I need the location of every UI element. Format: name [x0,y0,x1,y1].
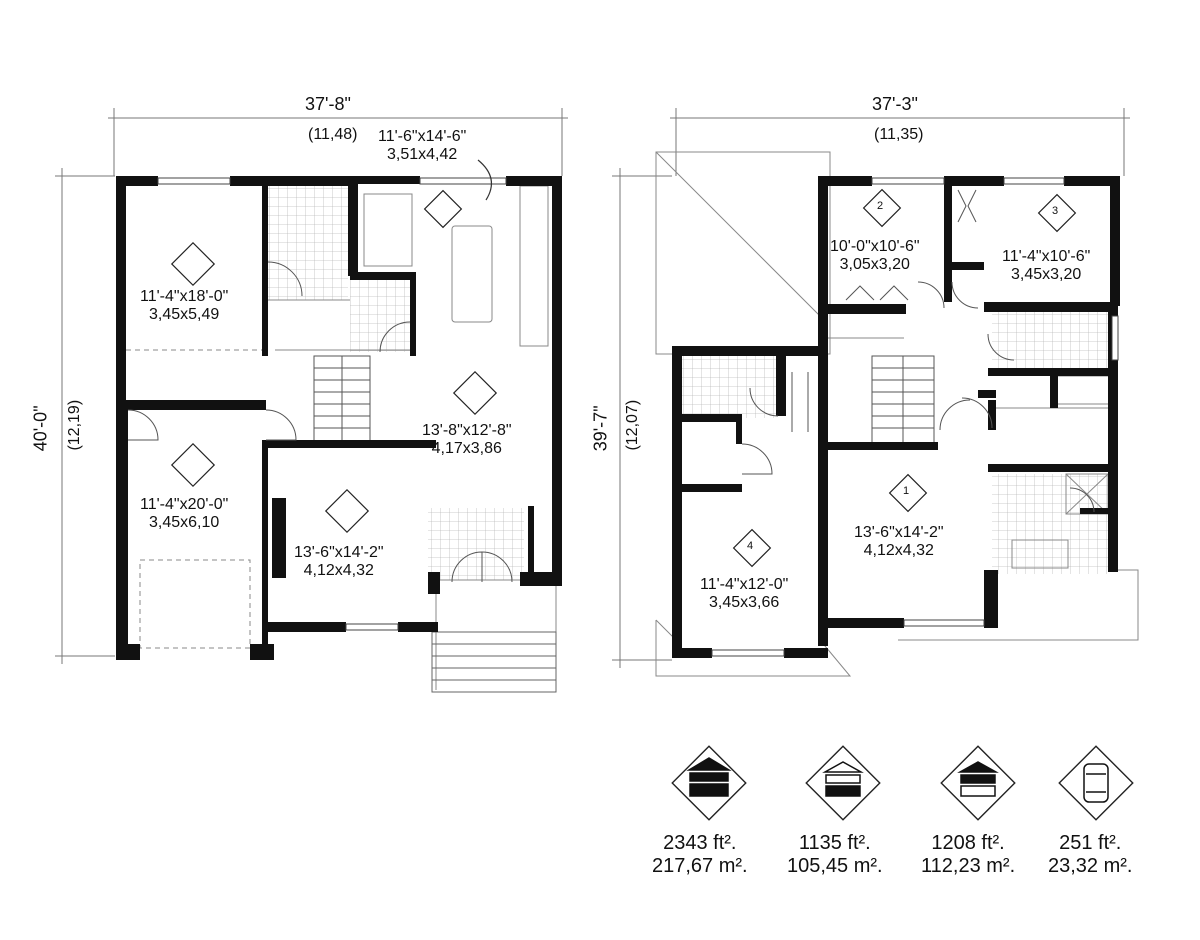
bedroom-1-metric: 4,12x4,32 [863,542,934,560]
bedroom-4-number: 4 [747,540,754,552]
upper-width-imperial: 37'-3" [872,94,918,114]
upper-area: 1208 ft². 112,23 m². [921,832,1015,878]
dining-dimensions: 13'-8"x12'-8" 4,17x3,86 [422,422,512,459]
ground-depth-metric: (12,19) [66,399,84,451]
upper-room-icons [732,188,1077,568]
ground-room-icons [170,189,498,534]
dining-metric: 4,17x3,86 [431,440,502,458]
garage-metric: 3,45x6,10 [149,514,220,532]
ground-depth-imperial: 40'-0" [30,405,51,452]
closet-doors [957,189,977,223]
upper-width-metric: (11,35) [874,126,924,143]
garage-car-icon [1058,745,1134,821]
bedroom-2-imperial: 10'-0"x10'-6" [830,238,920,255]
upper-area-metric: 112,23 m². [921,855,1016,877]
bedroom-2-metric: 3,05x3,20 [839,256,910,274]
bedroom-1-imperial: 13'-6"x14'-2" [854,524,944,541]
bedroom-4-dimensions: 11'-4"x12'-0" 3,45x3,66 [700,576,788,613]
bedroom-2-number: 2 [877,200,884,212]
living-metric: 4,12x4,32 [303,562,374,580]
upper-depth-metric: (12,07) [624,399,642,451]
ground-width-metric: (11,48) [308,126,358,143]
bedroom-4-imperial: 11'-4"x12'-0" [700,576,789,593]
bedroom-1-dimensions: 13'-6"x14'-2" 4,12x4,32 [854,524,944,561]
bedroom-3-imperial: 11'-4"x10'-6" [1002,248,1091,265]
bedroom-3-dimensions: 11'-4"x10'-6" 3,45x3,20 [1002,248,1090,285]
office-icon [170,241,216,287]
ground-area-imperial: 1135 ft². [798,832,871,854]
bedroom-3-icon [1037,193,1077,233]
garage-dimensions: 11'-4"x20'-0" 3,45x6,10 [140,496,228,533]
garage-icon [170,442,216,488]
office-imperial: 11'-4"x18'-0" [140,288,229,305]
ground-dimension-lines [55,108,568,664]
total-area: 2343 ft². 217,67 m². [652,832,748,878]
upper-floor-plan [612,108,1139,677]
upper-walls [672,176,1120,658]
ground-width-imperial: 37'-8" [305,94,351,114]
bedroom-4-icon [732,528,772,568]
ground-door-swings [127,261,513,583]
area-legend-icons [671,745,1134,821]
bedroom-2-dimensions: 10'-0"x10'-6" 3,05x3,20 [830,238,920,275]
living-dimensions: 13'-6"x14'-2" 4,12x4,32 [294,544,384,581]
upper-dimension-lines [612,108,1130,668]
house-total-icon [671,745,747,821]
kitchen-pointer-arrow [477,159,493,201]
dining-imperial: 13'-8"x12'-8" [422,422,512,439]
kitchen-metric: 3,51x4,42 [387,146,458,164]
ground-area-metric: 105,45 m². [787,855,883,877]
ground-windows [157,177,507,631]
garage-area-imperial: 251 ft². [1059,832,1122,854]
ground-tiled-floors [264,182,524,580]
office-metric: 3,45x5,49 [149,306,220,324]
office-dimensions: 11'-4"x18'-0" 3,45x5,49 [140,288,228,325]
living-imperial: 13'-6"x14'-2" [294,544,384,561]
bedroom-1-icon [888,473,928,513]
upper-windows [711,177,1119,657]
entry-steps [431,631,557,693]
bedroom-1-number: 1 [903,485,910,497]
kitchen-dimensions: 11'-6"x14'-6" 3,51x4,42 [378,128,466,165]
garage-area-metric: 23,32 m². [1048,855,1133,877]
bedroom-3-number: 3 [1052,205,1059,217]
total-area-metric: 217,67 m². [652,855,748,877]
kitchen-imperial: 11'-6"x14'-6" [378,128,467,145]
kitchen-icon [423,189,463,229]
ground-walls [116,176,562,660]
upper-area-imperial: 1208 ft². [931,832,1005,854]
garage-imperial: 11'-4"x20'-0" [140,496,229,513]
ground-stairs [313,355,371,447]
bedroom-2-icon [862,188,902,228]
bedroom-3-metric: 3,45x3,20 [1011,266,1082,284]
bedroom-4-metric: 3,45x3,66 [709,594,780,612]
upper-door-swings [741,281,1095,513]
living-icon [324,488,370,534]
garage-area: 251 ft². 23,32 m². [1048,832,1132,878]
ground-floor-plan [55,108,568,693]
upper-stairs [871,355,935,447]
ground-area: 1135 ft². 105,45 m². [787,832,883,878]
area-legend-icon-details [686,757,1109,803]
total-area-imperial: 2343 ft². [663,832,737,854]
upper-depth-imperial: 39'-7" [590,405,611,452]
dining-icon [452,370,498,416]
